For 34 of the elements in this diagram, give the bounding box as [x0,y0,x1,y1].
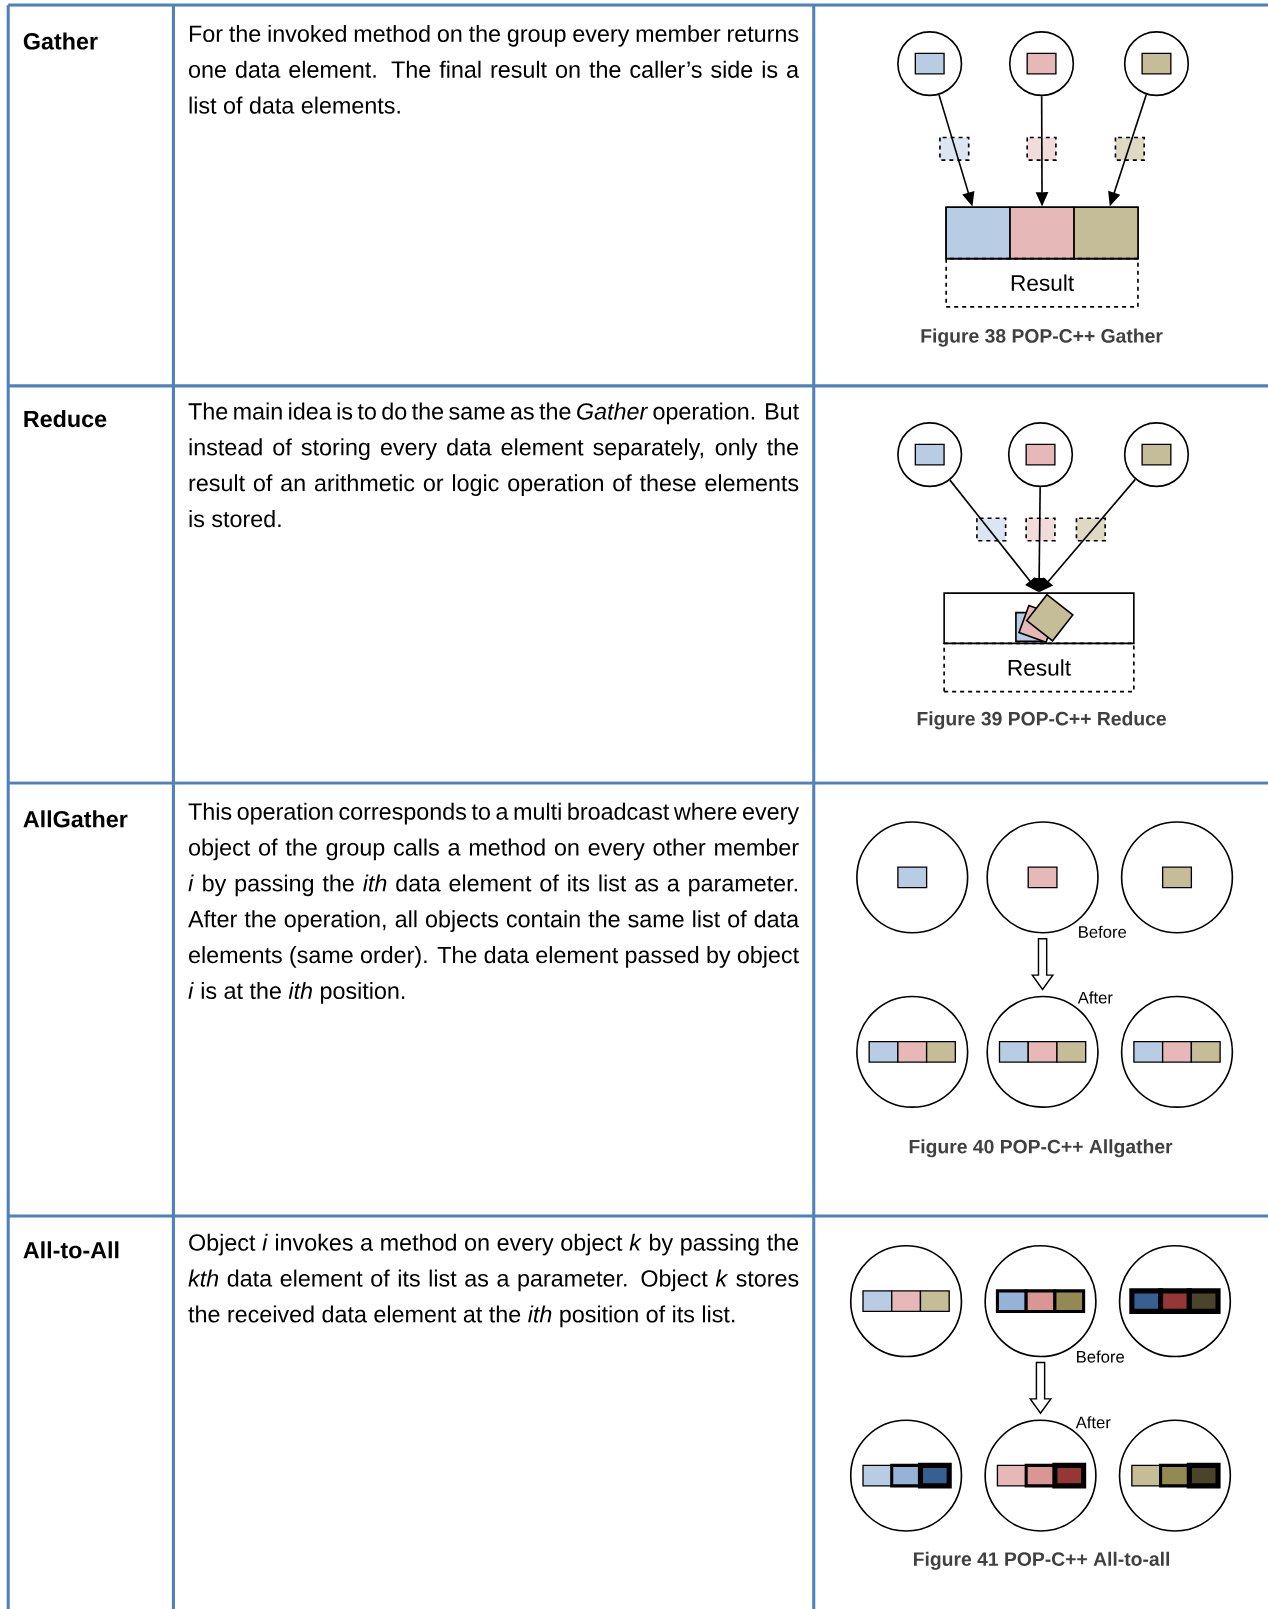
description-text: Object i invokes a method on every object k by passing the kth data element of its list as a parameter. Object k stores the received data element at the ith position of its list. [188,1233,799,1328]
description-text: For the invoked method on the group every member returns one data element. The final result on the caller’s side is a list of data elements. [188,24,799,114]
row-heading: AllGather [23,810,128,828]
figure-caption: Figure 38 POP-C++ Gather [921,328,1163,347]
result-box: Result [945,257,1139,308]
row-heading: Reduce [24,410,107,428]
object-circle [849,1245,963,1358]
figure-caption: Figure 40 POP-C++ Allgather [909,1139,1173,1158]
object-circle [855,821,969,934]
hollow-arrow [1028,1361,1052,1415]
state-label: Before [1078,925,1126,938]
object-circle [1123,422,1189,488]
result-box: Result [943,642,1135,693]
object-circle [896,31,963,97]
row-heading: All-to-All [23,1241,119,1259]
row-heading: Gather [23,32,98,50]
description-text: The main idea is to do the same as the Gather operation. But instead of storing every data element separately, only the result of an arithmetic or logic operation of these elements is stored. [188,402,799,528]
state-label: After [1075,1416,1111,1429]
state-label: After [1077,991,1113,1004]
object-circle [1118,1419,1231,1532]
object-circle [849,1419,963,1532]
object-circle [1123,31,1189,97]
object-circle [1120,995,1234,1108]
object-circle [896,422,963,488]
description-text: This operation corresponds to a multi broadcast where every object of the group calls a method on every other member i by passing the ith data element of its list as a parameter. After the operation, all objects contain the same list of data elements (same order). The data element passed by object i is at the ith position. [187,802,799,1004]
figure-caption: Figure 41 POP-C++ All-to-all [913,1551,1169,1570]
result-bar [943,592,1135,645]
object-circle [1007,422,1073,488]
result-bar [945,206,1139,260]
hollow-arrow [1030,937,1055,991]
object-circle [1008,31,1074,97]
state-label: Before [1076,1350,1124,1363]
figure-caption: Figure 39 POP-C++ Reduce [917,711,1166,730]
object-circle [855,995,969,1108]
